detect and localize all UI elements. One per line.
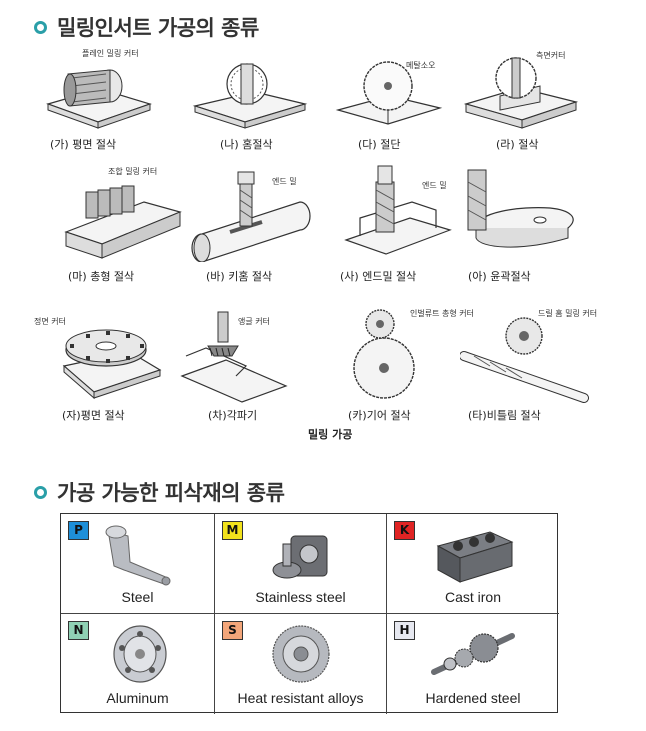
material-cell-steel: P Steel — [61, 514, 215, 614]
turbine-disk-icon — [271, 625, 330, 683]
face-milling-illustration — [62, 329, 162, 400]
op-caption: (라) 절삭 — [496, 138, 539, 151]
op-callout: 엔드 밀 — [272, 177, 297, 186]
milling-op-keyway: 엔드 밀 — [190, 162, 330, 262]
milling-op-cut: 메탈소오 — [330, 44, 470, 134]
material-name: Steel — [121, 589, 154, 605]
gear-shaft-icon — [431, 633, 515, 675]
op-caption: (사) 엔드밀 절삭 — [340, 270, 417, 283]
material-code-badge: K — [394, 521, 415, 540]
op-callout: 인벌류트 총형 커터 — [410, 309, 474, 318]
milling-section-heading: 밀링인서트 가공의 종류 — [34, 12, 259, 42]
keyway-milling-illustration — [191, 171, 311, 262]
material-code-badge: H — [394, 621, 415, 640]
op-callout: 앵글 커터 — [238, 317, 270, 326]
op-callout: 플레인 밀링 커터 — [82, 49, 139, 58]
engine-block-icon — [436, 531, 514, 583]
groove-milling-illustration — [192, 63, 308, 129]
op-caption: (아) 윤곽절삭 — [468, 270, 531, 283]
aluminum-wheel-icon — [112, 625, 167, 683]
metal-saw-illustration — [335, 61, 443, 125]
material-cell-heat-resistant: S Heat resistant alloys — [215, 614, 387, 714]
milling-op-face: 정면 커터 — [34, 306, 180, 406]
milling-op-helical: 드릴 홈 밀링 커터 — [460, 306, 600, 406]
material-name: Cast iron — [444, 589, 502, 605]
material-code-badge: M — [222, 521, 243, 540]
helical-milling-illustration — [460, 317, 589, 403]
material-cell-hardened: H Hardened steel — [387, 614, 559, 714]
op-caption: (바) 키홈 절삭 — [206, 270, 273, 283]
op-caption: (다) 절단 — [358, 138, 401, 151]
circle-bullet-icon — [34, 20, 47, 34]
angle-cutter-illustration — [180, 311, 288, 403]
op-caption: (자)평면 절삭 — [62, 409, 125, 422]
milling-section-title: 밀링인서트 가공의 종류 — [57, 16, 259, 40]
milling-figure: 플레인 밀링 커터 (가) 평면 절삭 (나) 홈절삭 메탈소오 (다) 절단 — [34, 44, 600, 444]
op-caption: (마) 총형 절삭 — [68, 270, 135, 283]
materials-table: P Steel M Stainless steel K Cast iron N — [60, 513, 559, 714]
op-callout: 드릴 홈 밀링 커터 — [538, 309, 598, 318]
milling-op-endmill: 엔드 밀 — [340, 162, 480, 262]
op-callout: 엔드 밀 — [422, 181, 447, 190]
op-caption: (타)비틀림 절삭 — [468, 409, 541, 422]
material-name: Aluminum — [106, 690, 169, 706]
op-caption: (나) 홈절삭 — [220, 138, 273, 151]
material-name: Stainless steel — [255, 589, 346, 605]
milling-op-angle: 앵글 커터 — [176, 306, 316, 406]
milling-op-contour — [460, 162, 600, 262]
op-caption: (차)각파기 — [208, 409, 258, 422]
gang-milling-illustration — [64, 185, 182, 259]
contour-milling-illustration — [467, 169, 574, 248]
endmill-illustration — [344, 165, 452, 255]
material-name: Heat resistant alloys — [237, 690, 364, 706]
side-cutter-illustration — [463, 57, 579, 129]
materials-section-title: 가공 가능한 피삭재의 종류 — [57, 481, 285, 505]
material-cell-cast-iron: K Cast iron — [387, 514, 559, 614]
milling-op-side: 측면커터 — [460, 44, 600, 134]
material-code-badge: S — [222, 621, 243, 640]
material-name: Hardened steel — [425, 690, 521, 706]
op-caption: (가) 평면 절삭 — [50, 138, 117, 151]
op-callout: 정면 커터 — [34, 317, 66, 326]
circle-bullet-icon — [34, 485, 47, 499]
material-code-badge: N — [68, 621, 89, 640]
gear-cutting-illustration — [353, 309, 415, 399]
op-callout: 조합 밀링 커터 — [108, 167, 158, 176]
op-callout: 메탈소오 — [406, 61, 436, 70]
op-caption: (카)기어 절삭 — [348, 409, 411, 422]
steel-part-icon — [105, 525, 170, 586]
material-cell-aluminum: N Aluminum — [61, 614, 215, 714]
milling-op-plane: 플레인 밀링 커터 — [40, 44, 180, 134]
op-callout: 측면커터 — [536, 51, 566, 60]
milling-figure-caption: 밀링 가공 — [308, 428, 353, 441]
materials-section-heading: 가공 가능한 피삭재의 종류 — [34, 477, 285, 507]
stainless-part-icon — [272, 535, 327, 579]
milling-op-gear: 인벌류트 총형 커터 — [340, 306, 480, 406]
milling-op-groove — [185, 44, 325, 134]
material-code-badge: P — [68, 521, 89, 540]
material-cell-stainless: M Stainless steel — [215, 514, 387, 614]
plain-milling-illustration — [46, 69, 152, 129]
milling-op-form: 조합 밀링 커터 — [60, 162, 200, 262]
